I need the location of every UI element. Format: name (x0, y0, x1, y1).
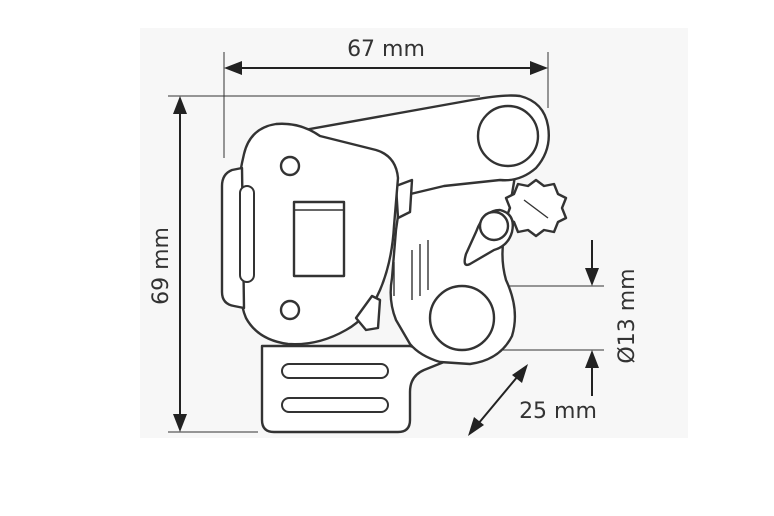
plate-slot-lower (281, 397, 389, 413)
left-bracket (220, 166, 246, 310)
height-dimension-arrow (173, 96, 187, 432)
lower-tab (354, 294, 382, 332)
width-dimension-arrow (224, 61, 548, 75)
top-pulley (476, 104, 540, 168)
cam-pivot (478, 210, 510, 242)
diameter-dimension-arrow (585, 240, 599, 396)
attachment-plate (260, 344, 446, 434)
rivet-lower (279, 299, 301, 321)
plate-slot-upper (281, 363, 389, 379)
extension-lines (168, 52, 604, 433)
depth-dimension-label: 25 mm (519, 399, 597, 424)
diameter-dimension-label: Ø13 mm (615, 268, 640, 363)
height-dimension-label: 69 mm (149, 227, 174, 305)
locking-knob-icon[interactable] (504, 178, 568, 238)
rivet-upper (279, 155, 301, 177)
cam-wheel (428, 284, 496, 352)
center-window (292, 200, 346, 278)
width-dimension-label: 67 mm (347, 37, 425, 62)
depth-dimension-arrow (468, 364, 528, 436)
bracket-slot (239, 185, 255, 283)
upper-roller-housing (394, 178, 414, 220)
